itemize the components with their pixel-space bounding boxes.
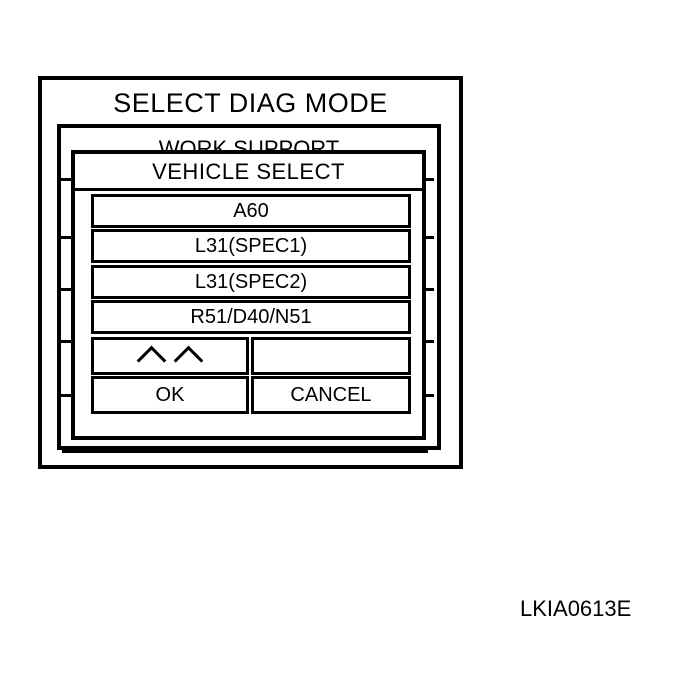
underlying-screen-edge (62, 450, 428, 453)
dialog-title: VEHICLE SELECT (152, 159, 345, 184)
vehicle-item-r51-d40-n51[interactable]: R51/D40/N51 (91, 300, 411, 334)
underlying-button-edge (420, 236, 434, 239)
underlying-button-edge (420, 288, 434, 291)
underlying-button-edge (57, 236, 71, 239)
vehicle-select-dialog: VEHICLE SELECT A60 L31(SPEC1) L31(SPEC2)… (71, 150, 426, 440)
underlying-button-edge (57, 288, 71, 291)
underlying-button-edge (420, 178, 434, 181)
figure-caption: LKIA0613E (520, 596, 632, 621)
chevron-up-icon (173, 345, 204, 375)
vehicle-item-a60[interactable]: A60 (91, 194, 411, 228)
page-down-button[interactable] (251, 337, 411, 375)
work-support-title: WORK SUPPORT (158, 137, 340, 153)
title-divider (75, 188, 422, 191)
underlying-button-edge (57, 178, 71, 181)
underlying-button-edge (57, 394, 71, 397)
ok-button[interactable]: OK (91, 376, 249, 414)
chevron-up-icon (136, 345, 167, 375)
vehicle-item-l31-spec2[interactable]: L31(SPEC2) (91, 265, 411, 299)
cancel-button[interactable]: CANCEL (251, 376, 411, 414)
underlying-button-edge (420, 340, 434, 343)
underlying-button-edge (57, 340, 71, 343)
page-up-button[interactable] (91, 337, 249, 375)
vehicle-item-l31-spec1[interactable]: L31(SPEC1) (91, 229, 411, 263)
underlying-button-edge (420, 394, 434, 397)
screen-title: SELECT DIAG MODE (113, 88, 388, 118)
